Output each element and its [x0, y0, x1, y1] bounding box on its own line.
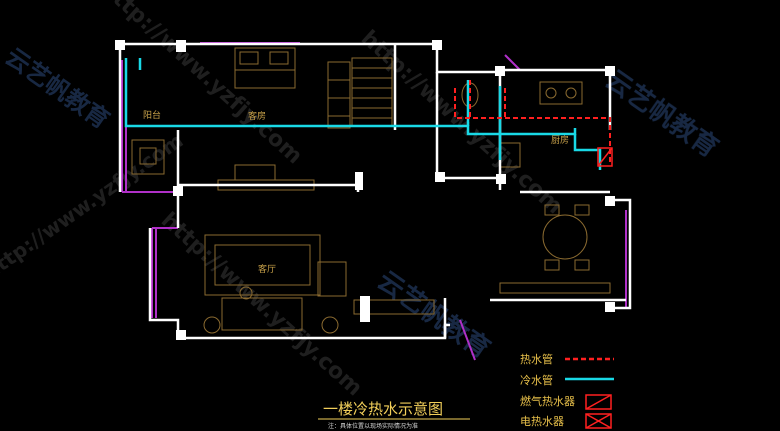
room-label-bedroom: 客房: [248, 110, 266, 122]
dining-table: [542, 214, 588, 260]
low-cabinet: [353, 299, 435, 315]
column: [496, 174, 506, 184]
room-label-kitchen: 厨房: [551, 134, 569, 146]
title-block: 一楼冷热水示意图 注：具体位置以现场实际情况为准: [318, 400, 470, 430]
column: [605, 66, 615, 76]
cold-pipe-main: [124, 58, 577, 136]
watermark-url-4: http://www.yzfjy.com: [0, 128, 187, 284]
column: [173, 186, 183, 196]
bed: [234, 47, 296, 89]
heater-symbols: [597, 147, 613, 167]
toilet: [461, 82, 479, 108]
column: [355, 172, 363, 190]
kitchen-counter: [499, 282, 611, 294]
plant: [239, 286, 253, 300]
diagram-subtitle: 注：具体位置以现场实际情况为准: [328, 422, 418, 430]
bed-pillow: [269, 51, 289, 65]
bed-pillow: [239, 51, 259, 65]
column: [605, 302, 615, 312]
sofa: [204, 234, 321, 296]
diagram-title: 一楼冷热水示意图: [323, 400, 443, 418]
column: [495, 66, 505, 76]
watermark-brand-2: 云艺帆教育: [600, 64, 724, 164]
column: [115, 40, 125, 50]
column-layer: [115, 40, 615, 340]
stove: [539, 81, 583, 105]
legend-swatch-electric-heater: [585, 413, 612, 429]
column: [176, 40, 186, 52]
watermark-brand-3: 云艺帆教育: [372, 265, 496, 365]
coffee-table: [221, 297, 303, 331]
watermark-url-3: http://www.yzfjy.com: [156, 208, 367, 401]
column: [360, 296, 370, 322]
cold-pipe-branch: [573, 134, 602, 170]
legend-label-electric-heater: 电热水器: [520, 415, 564, 428]
hot-pipe-main: [454, 88, 611, 165]
gas-heater-marker: [597, 147, 613, 167]
legend-label-gas-heater: 燃气热水器: [520, 394, 575, 408]
column: [432, 40, 442, 50]
furniture-layer: [131, 47, 611, 334]
armchair: [317, 261, 347, 297]
column: [605, 196, 615, 206]
watermark-url-2: http://www.yzfjy.com: [356, 26, 567, 219]
legend-swatch-gas-heater: [585, 394, 612, 410]
wardrobe: [327, 61, 351, 129]
watermark-url-1: http://www.yzfjy.com: [96, 0, 307, 169]
legend: 热水管 冷水管 燃气热水器 电热水器: [520, 352, 614, 429]
balcony-chair: [131, 139, 165, 175]
room-label-balcony: 阳台: [143, 109, 161, 121]
watermark-brand-1: 云艺帆教育: [0, 43, 114, 135]
room-label-living: 客厅: [258, 263, 276, 275]
column: [435, 172, 445, 182]
hot-water-pipes: [454, 80, 611, 165]
column: [176, 330, 186, 340]
legend-label-cold-pipe: 冷水管: [520, 373, 553, 387]
legend-label-hot-pipe: 热水管: [520, 352, 553, 366]
